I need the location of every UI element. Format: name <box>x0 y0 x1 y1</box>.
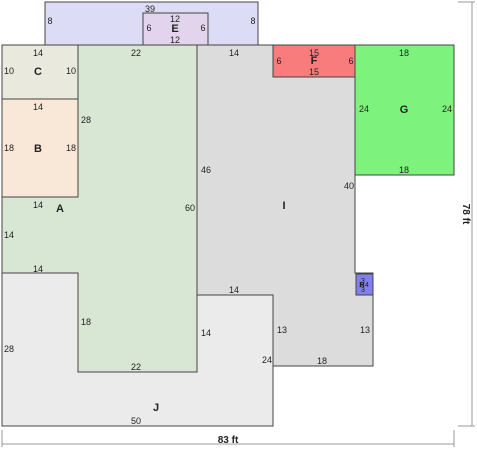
plan-width-label: 83 ft <box>218 435 239 446</box>
room-j-dim-left: 28 <box>4 344 14 354</box>
room-g-dim-bottom: 18 <box>399 165 409 175</box>
room-g-dim-right: 24 <box>442 104 452 114</box>
room-b-label: B <box>34 143 42 155</box>
room-i-label: I <box>282 200 285 212</box>
room-g-label: G <box>400 104 409 116</box>
room-i-dim-bottom: 18 <box>317 356 327 366</box>
room-f-dim-left: 6 <box>276 56 281 66</box>
room-c[interactable] <box>1 44 79 100</box>
room-i-dim-left-lower: 13 <box>277 325 287 335</box>
room-d-dim-top: 39 <box>145 4 155 14</box>
room-d-dim-right: 8 <box>250 16 255 26</box>
room-a-dim-bottom: 22 <box>131 362 141 372</box>
room-c-dim-left: 10 <box>4 66 14 76</box>
room-j-dim-right: 24 <box>262 355 272 365</box>
room-f-dim-bottom: 15 <box>309 67 319 77</box>
room-h[interactable] <box>355 273 374 296</box>
room-e-label: E <box>171 23 178 35</box>
room-a-label: A <box>56 203 64 215</box>
room-e-dim-top: 12 <box>170 14 180 24</box>
room-i-dim-right: 40 <box>344 181 354 191</box>
room-c-label: C <box>34 66 42 78</box>
room-c-dim-right: 10 <box>66 66 76 76</box>
room-b-dim-top: 14 <box>33 102 43 112</box>
room-g[interactable] <box>354 44 455 176</box>
room-a-dim-right-upper: 28 <box>81 115 91 125</box>
room-i-dim-notch: 14 <box>229 285 239 295</box>
room-c-dim-top: 14 <box>33 48 43 58</box>
room-j-label: J <box>153 402 159 414</box>
room-g-dim-top: 18 <box>399 48 409 58</box>
room-b[interactable] <box>1 98 79 198</box>
room-b-dim-left: 18 <box>4 143 14 153</box>
room-a-dim-top: 22 <box>131 48 141 58</box>
room-a-dim-right: 60 <box>185 203 195 213</box>
plan-height-label: 78 ft <box>460 204 471 225</box>
room-e[interactable] <box>142 12 209 46</box>
room-i-dim-top: 14 <box>229 48 239 58</box>
room-b-dim-right: 18 <box>66 143 76 153</box>
room-j-dim-right-upper: 14 <box>201 328 211 338</box>
room-a-dim-left: 14 <box>4 230 14 240</box>
room-g-dim-left: 24 <box>359 104 369 114</box>
room-h-dim-right: 4 <box>365 282 369 289</box>
room-e-dim-left: 6 <box>146 23 151 33</box>
room-f[interactable] <box>272 44 356 78</box>
room-j-dim-bottom: 50 <box>131 416 141 426</box>
room-f-dim-right: 6 <box>348 56 353 66</box>
room-f-label: F <box>311 55 318 67</box>
room-e-dim-bottom: 12 <box>170 35 180 45</box>
room-a-dim-top2: 14 <box>33 200 43 210</box>
room-e-dim-right: 6 <box>200 23 205 33</box>
room-h-dim-bottom: 3 <box>361 287 365 294</box>
room-f-dim-top: 15 <box>309 48 319 58</box>
room-i-dim-left: 46 <box>201 165 211 175</box>
room-h-dim-top: 3 <box>361 278 365 285</box>
room-a-dim-inner-right: 18 <box>81 317 91 327</box>
room-h-label: H <box>359 282 364 289</box>
room-d-dim-left: 8 <box>47 16 52 26</box>
room-h-dim-left: 3 <box>359 282 363 289</box>
room-i-dim-right-lower: 13 <box>360 325 370 335</box>
room-a-dim-left-lower: 14 <box>33 264 43 274</box>
